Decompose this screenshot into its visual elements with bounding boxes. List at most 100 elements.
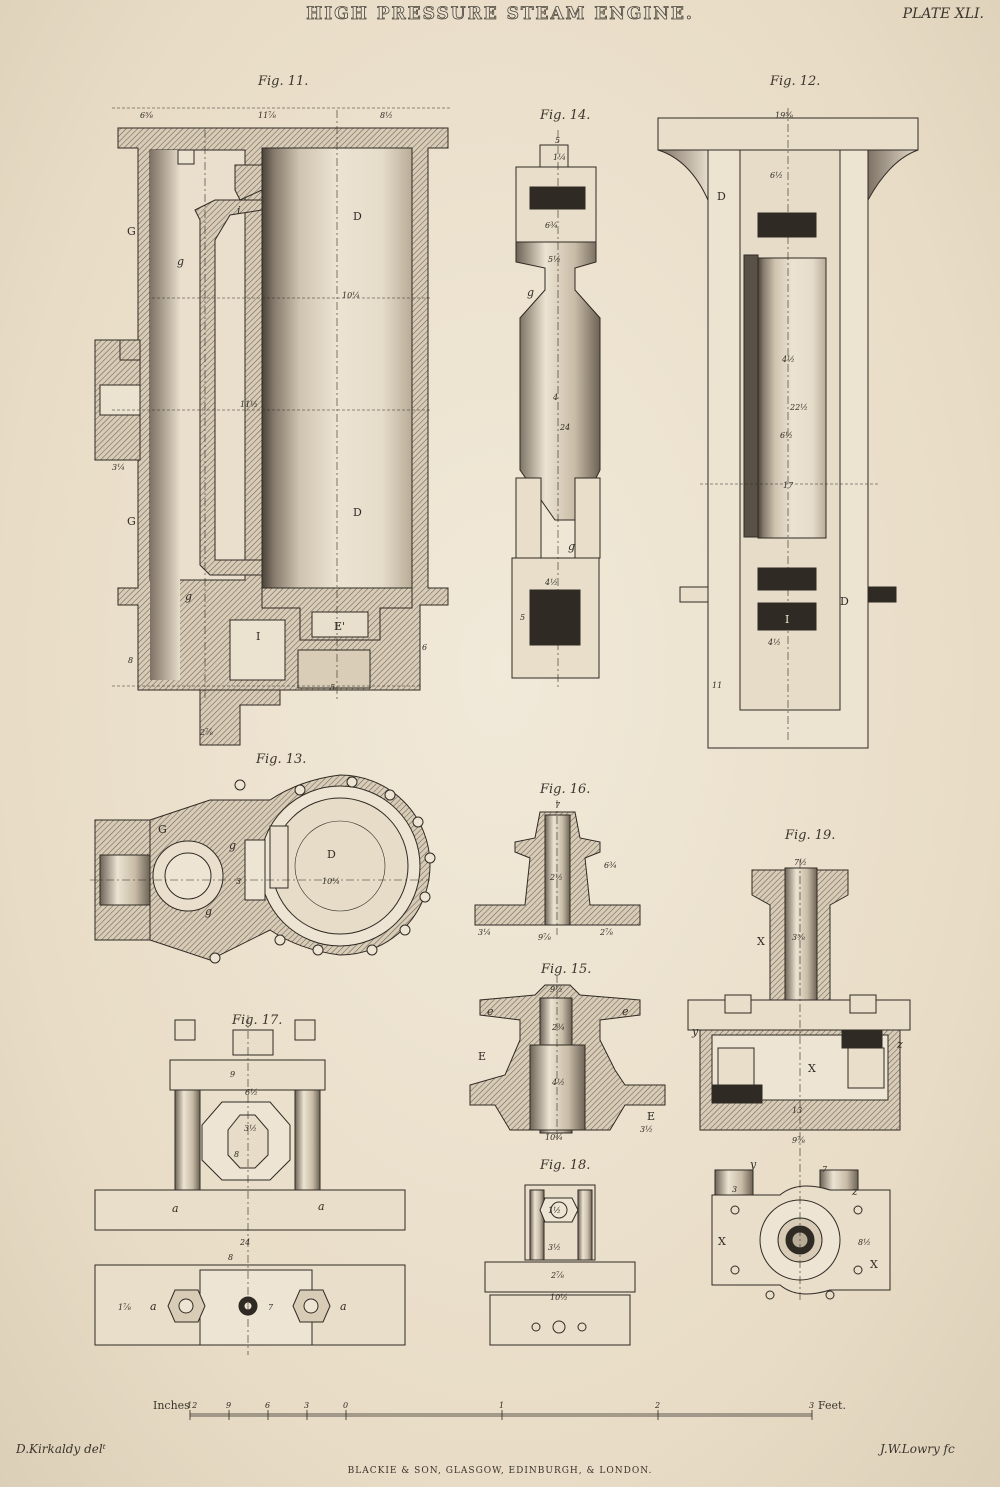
fig15-dim-1: 9½ xyxy=(550,985,563,994)
fig14-valve-rod xyxy=(511,130,601,690)
fig11-dim-5: 11½ xyxy=(240,400,258,409)
fig12-dim-3: 4½ xyxy=(781,355,795,364)
fig11-dim-10: 2⅞ xyxy=(199,728,213,737)
fig14-dim-3: 6¾ xyxy=(545,221,558,230)
fig12-dim-4: 22½ xyxy=(789,403,808,412)
fig17-letter-a-4: a xyxy=(340,1300,347,1313)
scale-tick-9: 9 xyxy=(226,1401,231,1410)
plate-number: PLATE XLI. xyxy=(902,6,984,22)
fig17-letter-a-2: a xyxy=(318,1200,325,1213)
fig19-dim-7: 8½ xyxy=(858,1238,871,1247)
fig17-letter-a-3: a xyxy=(150,1300,157,1313)
fig14-dim-8: 5 xyxy=(520,613,525,622)
fig19-letter-y-2: y xyxy=(749,1158,757,1171)
fig19-letter-X-1: X xyxy=(757,935,765,948)
fig15-stuffing-box xyxy=(469,975,666,1140)
fig19-dim-5: 7 xyxy=(822,1165,828,1174)
fig12-letter-I: I xyxy=(785,613,789,626)
fig12-dim-5: 6½ xyxy=(780,431,793,440)
fig11-dim-2: 11⅞ xyxy=(258,111,276,120)
fig14-dim-5: 4 xyxy=(552,393,558,402)
fig14-dim-7: 4½ xyxy=(544,578,558,587)
scale-tick-2-feet: 2 xyxy=(654,1401,660,1410)
fig12-dim-2: 6½ xyxy=(770,171,783,180)
fig13-letter-D: D xyxy=(327,848,336,861)
fig11-dim-4: 10¼ xyxy=(342,291,360,300)
fig14-dim-4: 5½ xyxy=(548,255,561,264)
fig17-caption: Fig. 17. xyxy=(232,1013,283,1028)
fig11-dim-7: 8 xyxy=(128,656,133,665)
fig15-letter-e-left: e xyxy=(487,1005,494,1018)
scale-bar xyxy=(189,1410,813,1420)
scale-feet-label: Feet. xyxy=(818,1399,846,1412)
fig15-letter-e-right: e xyxy=(622,1005,629,1018)
fig11-dim-8: 6 xyxy=(422,643,427,652)
fig17-dim-7: 1⅞ xyxy=(118,1303,131,1312)
fig19-dim-2: 3⅝ xyxy=(792,933,805,942)
fig16-gland xyxy=(474,800,641,935)
fig14-dim-6: 24 xyxy=(559,423,570,432)
fig19-letter-X-4: X xyxy=(870,1258,878,1271)
fig11-letter-D-bottom: D xyxy=(353,506,362,519)
fig11-letter-g-top: g xyxy=(177,255,184,268)
fig19-valve-chest xyxy=(687,860,911,1300)
fig15-dim-5: 3½ xyxy=(640,1125,653,1134)
fig15-dim-3: 4½ xyxy=(551,1078,565,1087)
fig11-dim-9: 5 xyxy=(330,683,335,692)
fig12-letter-D-top: D xyxy=(717,190,726,203)
scale-tick-12: 12 xyxy=(187,1401,197,1410)
fig14-caption: Fig. 14. xyxy=(540,108,591,123)
fig11-letter-G-top: G xyxy=(127,225,136,238)
fig19-labels: X X X X y y z z 7½ 3⅝ 13 9⅞ 7 3 8½ xyxy=(691,858,903,1271)
fig17-dim-1: 9 xyxy=(230,1070,235,1079)
fig18-dim-3: 10½ xyxy=(550,1293,568,1302)
fig17-dim-8: 7 xyxy=(268,1303,274,1312)
fig11-letter-G-bottom: G xyxy=(127,515,136,528)
fig18-dim-4: 2⅞ xyxy=(550,1271,564,1280)
scale-tick-0: 0 xyxy=(343,1401,348,1410)
fig12-dim-1: 19⅝ xyxy=(775,111,793,120)
fig11-dim-1: 6⅝ xyxy=(140,111,153,120)
fig11-letter-I: I xyxy=(256,630,260,643)
engraver-credit: J.W.Lowry fc xyxy=(880,1442,955,1456)
fig17-dim-2: 6½ xyxy=(245,1088,258,1097)
fig14-dim-2: 1¼ xyxy=(553,153,566,162)
fig19-letter-X-2: X xyxy=(808,1062,816,1075)
fig13-dim-1: 10¼ xyxy=(322,877,340,886)
scale-tick-3: 3 xyxy=(304,1401,309,1410)
fig17-dim-3: 3½ xyxy=(244,1124,257,1133)
fig14-labels: g g 5 1¼ 6¾ 5½ 4 24 4½ 5 xyxy=(520,136,575,622)
fig15-labels: E E e e 9½ 2¾ 4½ 10¾ 3½ xyxy=(478,985,655,1142)
fig12-labels: D D I 19⅝ 6½ 4½ 22½ 6½ 17 4½ 11 xyxy=(712,111,849,690)
fig11-letter-g-bottom: g xyxy=(185,590,192,603)
fig13-letter-G: G xyxy=(158,823,167,836)
scale-tick-6: 6 xyxy=(265,1401,270,1410)
fig17-dim-6: 8 xyxy=(228,1253,233,1262)
scale-ticks: 12 9 6 3 0 1 2 3 xyxy=(187,1401,814,1410)
fig15-letter-E-left: E xyxy=(478,1050,486,1063)
fig16-labels: 7 2½ 9⅞ 3¼ 2⅞ 6¾ xyxy=(478,801,617,942)
scale-tick-1-foot: 1 xyxy=(499,1401,504,1410)
fig19-dim-6: 3 xyxy=(732,1185,737,1194)
fig19-dim-3: 13 xyxy=(792,1106,802,1115)
fig12-dim-8: 11 xyxy=(712,681,722,690)
fig19-letter-z-1: z xyxy=(896,1038,903,1051)
fig19-dim-4: 9⅞ xyxy=(792,1136,805,1145)
fig14-dim-1: 5 xyxy=(555,136,560,145)
fig15-letter-E-right: E xyxy=(647,1110,655,1123)
fig11-letter-D-top: D xyxy=(353,210,362,223)
fig13-plan-section xyxy=(90,774,436,964)
fig16-dim-2: 2½ xyxy=(549,873,563,882)
scale-inches-label: Inches xyxy=(153,1399,190,1412)
fig17-dim-5: 24 xyxy=(239,1238,250,1247)
fig17-labels: a a a a 9 6½ 3½ 8 24 8 1⅞ 7 xyxy=(118,1070,347,1313)
fig16-dim-3: 9⅞ xyxy=(538,933,551,942)
plate-title: HIGH PRESSURE STEAM ENGINE. xyxy=(306,4,694,25)
fig19-letter-z-2: z xyxy=(851,1185,858,1198)
fig19-caption: Fig. 19. xyxy=(785,828,836,843)
fig11-dim-6: 3¼ xyxy=(112,463,125,472)
fig12-letter-D-bottom: D xyxy=(840,595,849,608)
fig11-letter-E-prime: E' xyxy=(334,620,345,633)
fig18-dim-1: 1½ xyxy=(548,1206,561,1215)
